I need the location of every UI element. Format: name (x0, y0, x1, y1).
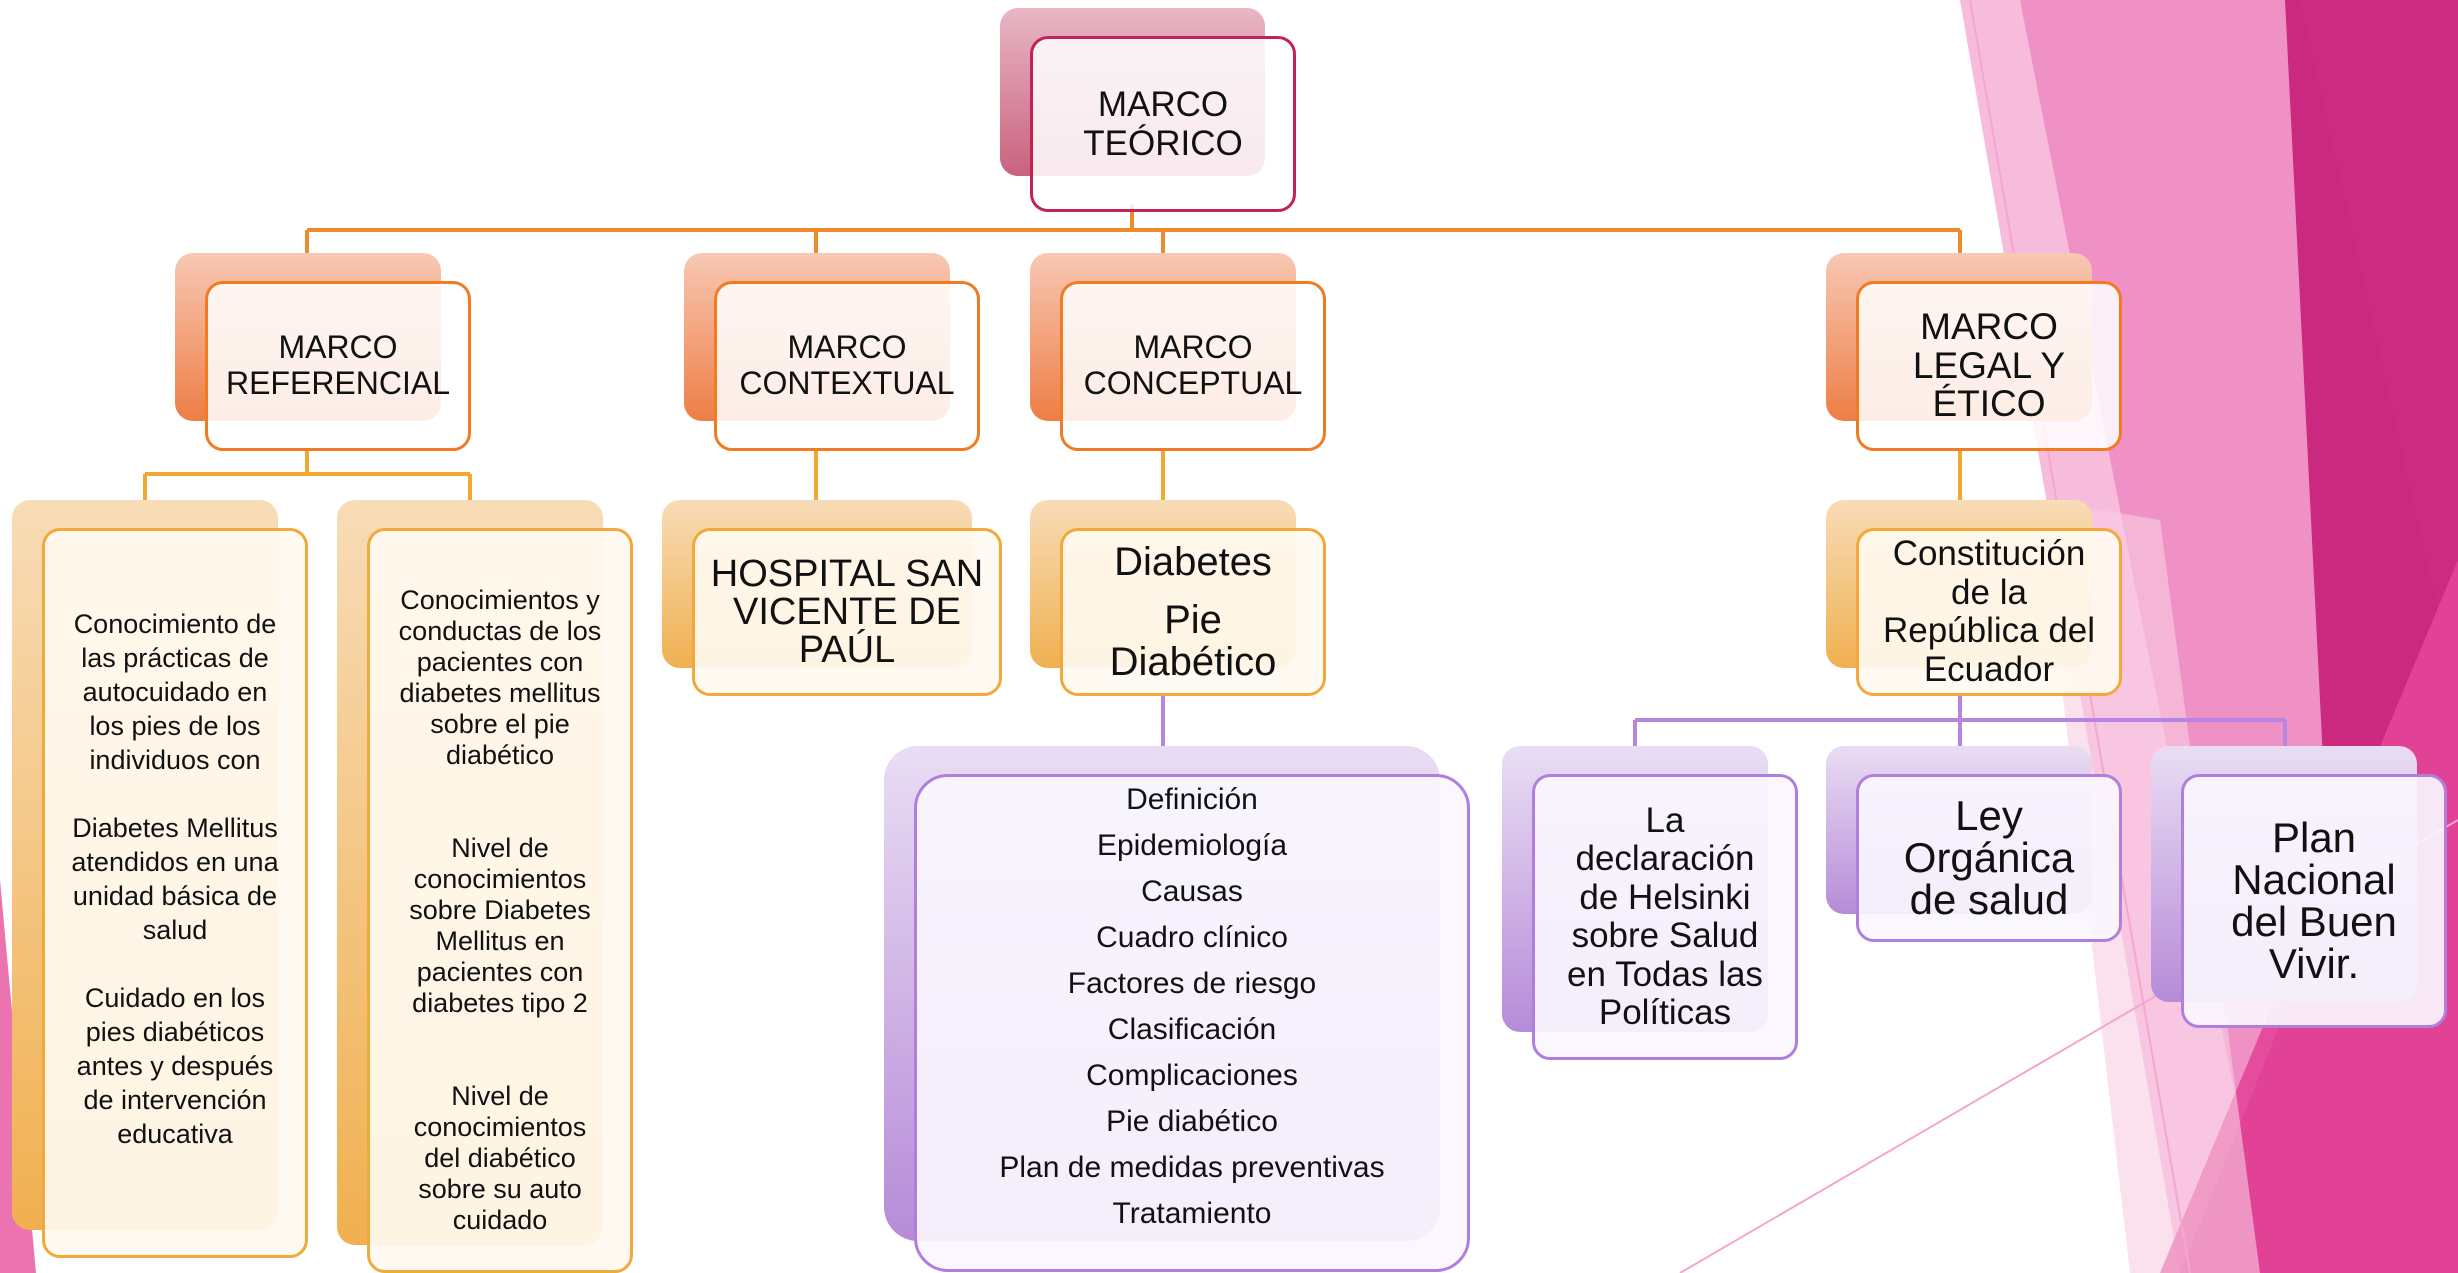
ref-left-line-8: atendidos en una (71, 847, 279, 877)
plan-line-4: Vivir. (2268, 940, 2360, 987)
topic-item-7: Complicaciones (1086, 1059, 1298, 1092)
ref-right-line-19: del diabético (424, 1143, 576, 1173)
topic-item-3: Causas (1141, 875, 1243, 908)
hospital-box: HOSPITAL SAN VICENTE DE PAÚL (692, 528, 1002, 696)
referencial-child-left-box: Conocimiento de las prácticas de autocui… (42, 528, 308, 1258)
ref-left-line-12: Cuidado en los (84, 983, 266, 1013)
ref-right-line-18: conocimientos (413, 1112, 587, 1142)
ref-right-line-4: diabetes mellitus (399, 678, 601, 708)
topic-item-1: Definición (1126, 783, 1258, 816)
ref-left-line-16: educativa (117, 1119, 233, 1149)
marco-legal-line-1: MARCO (1920, 305, 2058, 347)
marco-legal-line-3: ÉTICO (1932, 383, 2046, 425)
ref-right-line-12: Mellitus en (435, 926, 565, 956)
hospital-line-2: VICENTE DE (732, 591, 962, 633)
marco-conceptual-line-1: MARCO (1133, 329, 1253, 366)
ref-right-line-20: sobre su auto (418, 1174, 582, 1204)
ref-right-line-14: diabetes tipo 2 (412, 988, 588, 1018)
plan-line-2: Nacional (2232, 856, 2396, 903)
ref-right-line-1: Conocimientos y (400, 585, 600, 615)
ref-right-line-17: Nivel de (451, 1081, 549, 1111)
connector-referencial-children (143, 450, 472, 528)
ref-right-line-2: conductas de los (398, 616, 602, 646)
hospital-line-1: HOSPITAL SAN (710, 553, 984, 595)
helsinki-line-3: de Helsinki (1579, 877, 1751, 917)
marco-conceptual-line-2: CONCEPTUAL (1083, 365, 1303, 401)
plan-line-1: Plan (2271, 814, 2357, 861)
root-node-box: MARCO TEÓRICO (1030, 36, 1296, 212)
topic-item-6: Clasificación (1107, 1013, 1277, 1046)
ref-left-line-2: las prácticas de (81, 643, 269, 673)
diabetes-line-1: Diabetes (1114, 540, 1272, 584)
marco-referencial-box: MARCO REFERENCIAL (205, 281, 471, 451)
ref-left-line-4: los pies de los (89, 711, 261, 741)
marco-legal-box: MARCO LEGAL Y ÉTICO (1856, 281, 2122, 451)
diabetes-line-3: Diabético (1109, 640, 1277, 684)
ref-left-line-7: Diabetes Mellitus (72, 813, 278, 843)
constitucion-box: Constitución de la República del Ecuador (1856, 528, 2122, 696)
helsinki-line-6: Políticas (1598, 993, 1732, 1032)
ref-right-line-11: sobre Diabetes (409, 895, 591, 925)
topic-item-2: Epidemiología (1096, 829, 1288, 862)
ley-line-2: Orgánica (1903, 834, 2075, 881)
helsinki-line-1: La (1645, 800, 1685, 840)
ley-line-3: de salud (1909, 876, 2069, 923)
constitucion-line-3: República del (1882, 611, 2096, 650)
diabetes-box: Diabetes Pie Diabético (1060, 528, 1326, 696)
helsinki-line-4: sobre Salud (1571, 916, 1759, 955)
referencial-child-right-box: Conocimientos y conductas de los pacient… (367, 528, 633, 1273)
conceptual-topics-box: Definición Epidemiología Causas Cuadro c… (914, 774, 1470, 1272)
topic-item-5: Factores de riesgo (1067, 967, 1317, 1000)
ref-right-line-5: sobre el pie (430, 709, 570, 739)
ref-left-line-14: antes y después (76, 1051, 274, 1081)
topic-item-9: Plan de medidas preventivas (999, 1151, 1385, 1184)
ref-right-line-10: conocimientos (413, 864, 587, 894)
ref-right-line-13: pacientes con (416, 957, 584, 987)
marco-referencial-line-1: MARCO (278, 329, 398, 366)
ley-line-1: Ley (1955, 792, 2023, 839)
diabetes-line-2: Pie (1164, 598, 1222, 642)
ref-left-line-9: unidad básica de (72, 881, 278, 911)
hospital-line-3: PAÚL (798, 629, 896, 671)
topic-item-10: Tratamiento (1112, 1197, 1272, 1230)
ref-left-line-10: salud (142, 915, 208, 945)
ref-right-line-21: cuidado (452, 1205, 548, 1235)
topic-item-4: Cuadro clínico (1096, 921, 1288, 954)
ref-left-line-3: autocuidado en (82, 677, 268, 707)
constitucion-line-4: Ecuador (1923, 649, 2055, 689)
ref-right-line-6: diabético (445, 740, 555, 770)
marco-contextual-box: MARCO CONTEXTUAL (714, 281, 980, 451)
root-title: MARCO TEÓRICO (1083, 84, 1243, 163)
ref-left-line-13: pies diabéticos (85, 1017, 265, 1047)
ley-organica-box: Ley Orgánica de salud (1856, 774, 2122, 942)
helsinki-box: La declaración de Helsinki sobre Salud e… (1532, 774, 1798, 1060)
marco-referencial-line-2: REFERENCIAL (225, 365, 451, 401)
ref-left-line-15: de intervención (83, 1085, 267, 1115)
helsinki-line-2: declaración (1575, 839, 1755, 878)
constitucion-line-1: Constitución (1892, 534, 2086, 573)
marco-legal-line-2: LEGAL Y (1912, 344, 2066, 386)
marco-contextual-line-1: MARCO (787, 329, 907, 366)
ref-left-line-1: Conocimiento de (73, 609, 277, 639)
plan-line-3: del Buen (2231, 898, 2397, 945)
ref-left-line-5: individuos con (89, 745, 261, 775)
marco-contextual-line-2: CONTEXTUAL (739, 365, 955, 401)
topic-item-8: Pie diabético (1106, 1105, 1278, 1138)
plan-nacional-box: Plan Nacional del Buen Vivir. (2181, 774, 2447, 1028)
marco-conceptual-box: MARCO CONCEPTUAL (1060, 281, 1326, 451)
constitucion-line-2: de la (1951, 572, 2027, 612)
helsinki-line-5: en Todas las (1567, 954, 1763, 994)
ref-right-line-9: Nivel de (451, 833, 549, 863)
ref-right-line-3: pacientes con (416, 647, 584, 677)
